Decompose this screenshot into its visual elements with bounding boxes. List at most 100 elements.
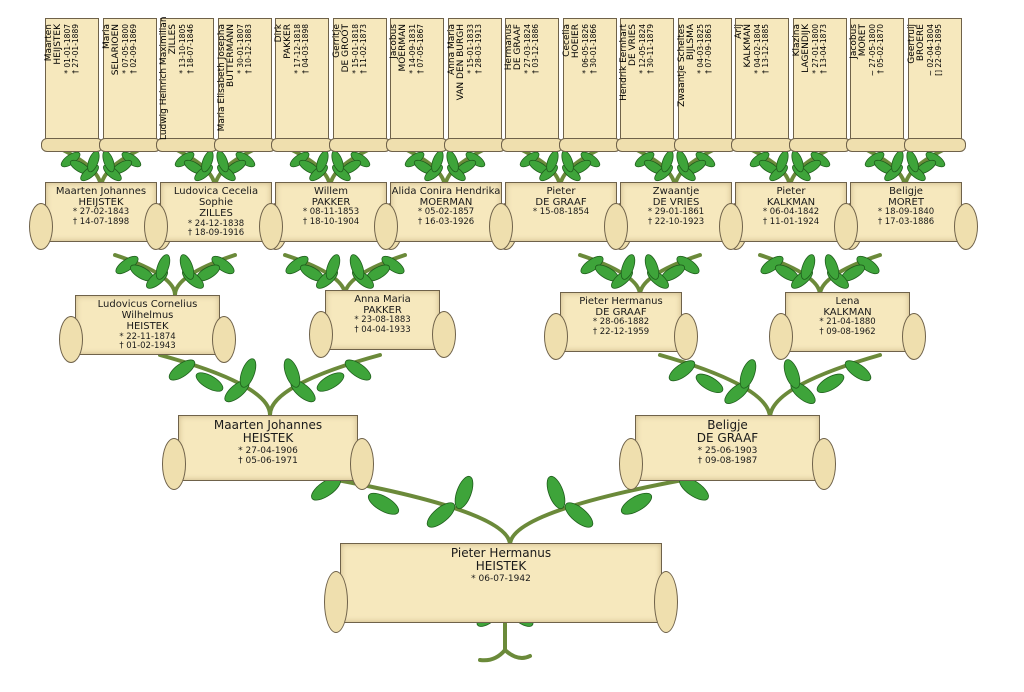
death-date: † 04-04-1933	[354, 324, 411, 335]
parchment-scroll	[677, 18, 732, 146]
scroll-curl-bottom	[558, 138, 621, 152]
scroll-curl-right	[674, 313, 698, 360]
leaf-icon	[676, 150, 689, 173]
person-surname: BUTTERMANN	[225, 24, 236, 87]
death-date: † 05-06-1971	[238, 455, 298, 466]
scroll-curl-bottom	[501, 138, 563, 152]
scroll-curl-left	[144, 203, 168, 250]
leaf-icon	[381, 255, 405, 275]
scroll-curl-right	[902, 313, 926, 360]
death-date: † 13-04-1873	[818, 24, 828, 74]
leaf-icon	[580, 255, 604, 275]
leaf-icon	[644, 254, 660, 280]
death-date: † 09-08-1962	[819, 326, 876, 337]
scroll-curl-bottom	[846, 138, 908, 152]
person-surname: LAGENDIJK	[800, 24, 811, 73]
death-date: † 07-05-1867	[415, 24, 425, 74]
parchment-scroll	[735, 18, 789, 146]
parchment-scroll	[785, 292, 910, 352]
scroll-curl-left	[162, 438, 186, 490]
person-surname: BIJLSMA	[685, 24, 696, 61]
leaf-icon	[446, 150, 459, 173]
scroll-curl-bottom	[271, 138, 333, 152]
parchment-scroll	[160, 182, 272, 242]
birth-date: * 23-08-1883	[354, 315, 411, 326]
leaf-icon	[800, 254, 816, 280]
leaf-icon	[115, 255, 139, 275]
scroll-curl-left	[604, 203, 628, 250]
birth-date: * 27-04-1906	[238, 445, 298, 456]
person-surname: KALKMAN	[766, 197, 816, 209]
leaf-icon	[816, 373, 845, 394]
scroll-curl-right	[212, 316, 236, 363]
person-surname: DE GROOT	[340, 24, 351, 73]
person-given-name: Anna Maria	[354, 294, 411, 305]
person-surname: DE GRAAF	[595, 307, 647, 319]
person-surname: HEISTEK	[126, 321, 169, 333]
person-given-name: Maarten Johannes	[55, 186, 147, 197]
death-date: † 18-07-1846	[185, 24, 195, 74]
parchment-scroll	[332, 18, 387, 146]
scroll-curl-right	[954, 203, 978, 250]
parchment-scroll	[635, 415, 820, 481]
birth-date: * 28-06-1882	[592, 317, 650, 328]
person-given-name: Beligje	[707, 418, 748, 432]
death-date: † 09-08-1987	[697, 455, 758, 466]
scroll-curl-right	[654, 571, 678, 633]
death-date: [] 22-09-1895	[933, 24, 943, 76]
leaf-icon	[316, 372, 345, 392]
leaf-icon	[561, 150, 574, 173]
scroll-curl-left	[29, 203, 53, 250]
parchment-scroll	[505, 182, 617, 242]
leaf-icon	[239, 358, 257, 388]
scroll-curl-left	[59, 316, 83, 363]
parchment-scroll	[850, 182, 962, 242]
person-given-name: Maarten Johannes	[213, 418, 323, 432]
leaf-icon	[620, 254, 636, 280]
branch-stem	[503, 648, 532, 660]
scroll-curl-bottom	[616, 138, 678, 152]
leaf-icon	[891, 150, 904, 173]
person-surname: PAKKER	[363, 305, 402, 317]
parchment-scroll	[792, 18, 847, 146]
person-surname: SELARIOEN	[110, 24, 121, 76]
leaf-icon	[344, 359, 372, 381]
birth-date: * 06-07-1942	[471, 573, 531, 584]
person-surname: HEISTEK	[242, 431, 294, 446]
scroll-curl-left	[619, 438, 643, 490]
death-date: † 11-01-1924	[762, 216, 820, 227]
parchment-scroll	[217, 18, 272, 146]
scroll-curl-left	[374, 203, 398, 250]
leaf-icon	[906, 150, 919, 173]
leaf-icon	[546, 150, 559, 173]
person-given-name: Pieter Hermanus	[579, 296, 663, 307]
parchment-scroll	[45, 18, 99, 146]
leaf-icon	[695, 373, 724, 394]
leaf-icon	[201, 150, 214, 173]
scroll-curl-bottom	[328, 138, 391, 152]
leaf-icon	[331, 150, 344, 173]
death-date: † 16-03-1926	[417, 216, 475, 227]
leaf-icon	[195, 372, 224, 392]
death-date: † 04-03-1898	[300, 24, 310, 74]
death-date: † 30-01-1866	[588, 24, 598, 74]
scroll-curl-bottom	[213, 138, 276, 152]
parchment-scroll	[390, 182, 502, 242]
death-date: † 14-07-1898	[72, 216, 130, 227]
death-date: † 10-12-1883	[243, 24, 253, 74]
parchment-scroll	[275, 18, 329, 146]
scroll-curl-left	[544, 313, 568, 360]
death-date: † 18-10-1904	[302, 216, 360, 227]
scroll-curl-right	[432, 311, 456, 358]
